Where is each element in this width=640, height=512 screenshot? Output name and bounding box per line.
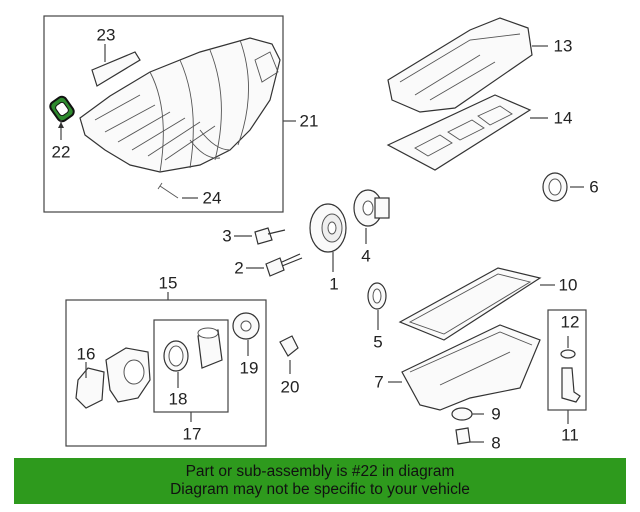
sensor-20 [279,335,299,357]
callout-10: 10 [558,275,578,295]
callout-14: 14 [553,108,573,128]
drain-plug [455,427,471,445]
intake-manifold-group [43,15,296,213]
callout-4: 4 [361,246,371,266]
bolt-3 [254,227,286,245]
valve-cover-gasket [386,94,532,171]
callout-24: 24 [202,188,222,208]
oil-pan-gasket [398,267,542,341]
callout-19: 19 [239,358,259,378]
oil-filter-group [65,299,267,447]
callout-9: 9 [491,404,501,424]
callout-13: 13 [553,36,573,56]
callout-2: 2 [234,258,244,278]
seal-6 [542,172,568,202]
callout-8: 8 [491,433,501,453]
callout-3: 3 [222,226,232,246]
valve-cover [387,17,533,113]
bolt-2 [265,253,303,277]
filter-cap [232,312,260,340]
crank-pulley [309,203,347,253]
callout-17: 17 [182,424,202,444]
callout-22: 22 [51,142,71,162]
callout-7: 7 [374,372,384,392]
callout-12: 12 [560,312,580,332]
callout-20: 20 [280,377,300,397]
banner-line-1: Part or sub-assembly is #22 in diagram [185,463,455,480]
callout-5: 5 [373,332,383,352]
callout-1: 1 [329,274,339,294]
oil-pan [401,324,541,411]
callout-23: 23 [96,25,116,45]
fitment-notice-banner: Part or sub-assembly is #22 in diagram D… [14,458,626,504]
callout-15: 15 [158,273,178,293]
parts-diagram [43,15,587,447]
callout-11: 11 [561,425,579,445]
callout-6: 6 [589,177,599,197]
callout-21: 21 [299,111,319,131]
banner-line-2: Diagram may not be specific to your vehi… [170,481,470,498]
hub-4 [353,189,390,227]
seal-5 [367,282,387,310]
callout-16: 16 [76,344,96,364]
dipstick-group [547,309,587,411]
washer-9 [451,407,473,421]
callout-18: 18 [168,389,188,409]
gasket-23 [91,51,141,87]
